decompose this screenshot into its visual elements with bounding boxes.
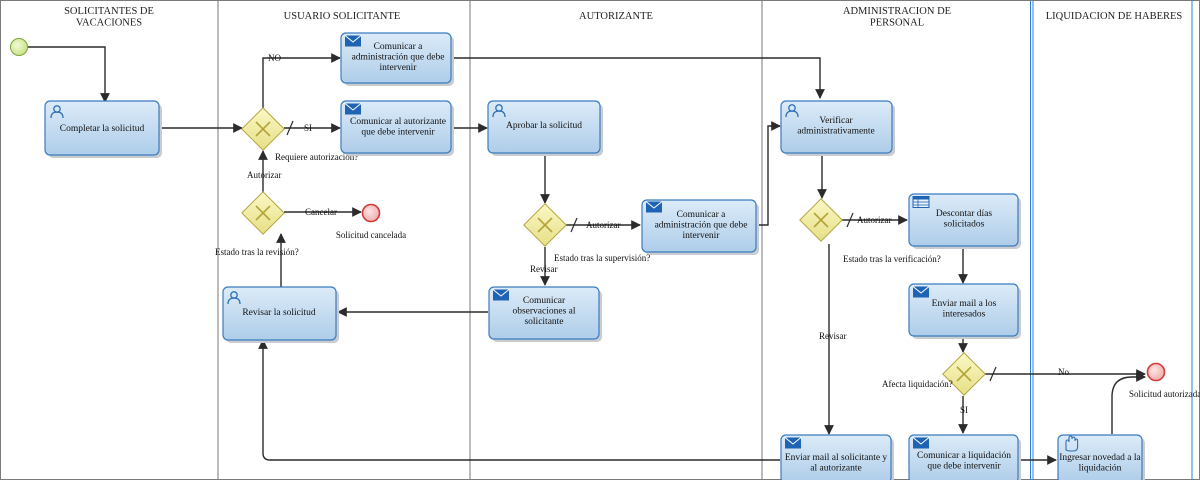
- gateway-estado-revision-label: Estado tras la revisión?: [215, 247, 299, 257]
- flow-label-si: SI: [304, 123, 312, 133]
- gateway-requiere-autorizacion[interactable]: [241, 107, 285, 151]
- mail-icon: [912, 437, 930, 449]
- end-event-autorizada[interactable]: [1146, 362, 1166, 382]
- flow-label-no-2: No: [1058, 367, 1069, 377]
- end-event-cancelada[interactable]: [361, 203, 381, 223]
- mail-icon: [344, 35, 362, 47]
- end-event-autorizada-label: Solicitud autorizada: [1129, 389, 1200, 399]
- flow-gw1-no: [262, 53, 341, 108]
- table-icon: [912, 196, 930, 208]
- mail-icon: [344, 103, 362, 115]
- mail-icon: [645, 201, 663, 213]
- flow-label-autorizar-1: Autorizar: [247, 170, 281, 180]
- flow-label-revisar-2: Revisar: [819, 331, 847, 341]
- lane-divider-4: [1030, 1, 1031, 480]
- flow-start-to-completar: [28, 46, 110, 103]
- flow-label-cancelar: Cancelar: [305, 207, 337, 217]
- flow-mail-solicitante-to-revisar: [258, 339, 780, 461]
- start-event[interactable]: [10, 38, 28, 56]
- gateway-requiere-autorizacion-label: Requiere autorización?: [275, 152, 358, 162]
- end-event-cancelada-label: Solicitud cancelada: [336, 230, 406, 240]
- gateway-estado-supervision[interactable]: [523, 203, 567, 247]
- gateway-afecta-liquidacion[interactable]: [942, 352, 986, 396]
- gateway-afecta-liquidacion-label: Afecta liquidación?: [882, 379, 953, 389]
- flow-label-si-2: SI: [960, 405, 968, 415]
- lane-title-autorizante: AUTORIZANTE: [579, 11, 653, 22]
- mail-icon: [492, 289, 510, 301]
- lane-title-liquidacion: LIQUIDACION DE HABERES: [1046, 11, 1183, 22]
- flow-label-autorizar-2: Autorizar: [586, 220, 620, 230]
- lane-selected-border: [1032, 1, 1034, 480]
- flow-label-no: NO: [268, 53, 281, 63]
- flow-label-revisar-1: Revisar: [530, 264, 558, 274]
- gateway-estado-verificacion-label: Estado tras la verificación?: [843, 254, 941, 264]
- task-revisar-solicitud[interactable]: Revisar la solicitud: [222, 286, 339, 343]
- sequence-flows: [28, 46, 1146, 465]
- task-aprobar-label: Aprobar la solicitud: [506, 121, 582, 131]
- gateway-estado-revision[interactable]: [241, 191, 285, 235]
- gateway-estado-supervision-label: Estado tras la supervisión?: [554, 253, 650, 263]
- flow-com-admin2-to-verificar: [758, 121, 781, 226]
- gateway-estado-verificacion[interactable]: [799, 198, 843, 242]
- flow-ingresar-to-end: [1111, 372, 1146, 434]
- task-completar-solicitud[interactable]: Completar la solicitud: [44, 100, 162, 158]
- task-aprobar-solicitud[interactable]: Aprobar la solicitud: [487, 100, 603, 156]
- task-revisar-label: Revisar la solicitud: [242, 308, 316, 318]
- flow-label-autorizar-3: Autorizar: [857, 215, 891, 225]
- task-completar-label: Completar la solicitud: [60, 124, 145, 134]
- lane-title-usuario: USUARIO SOLICITANTE: [284, 11, 401, 22]
- mail-icon: [784, 437, 802, 449]
- mail-icon: [912, 286, 930, 298]
- flow-com-admin1-to-verificar: [452, 57, 825, 99]
